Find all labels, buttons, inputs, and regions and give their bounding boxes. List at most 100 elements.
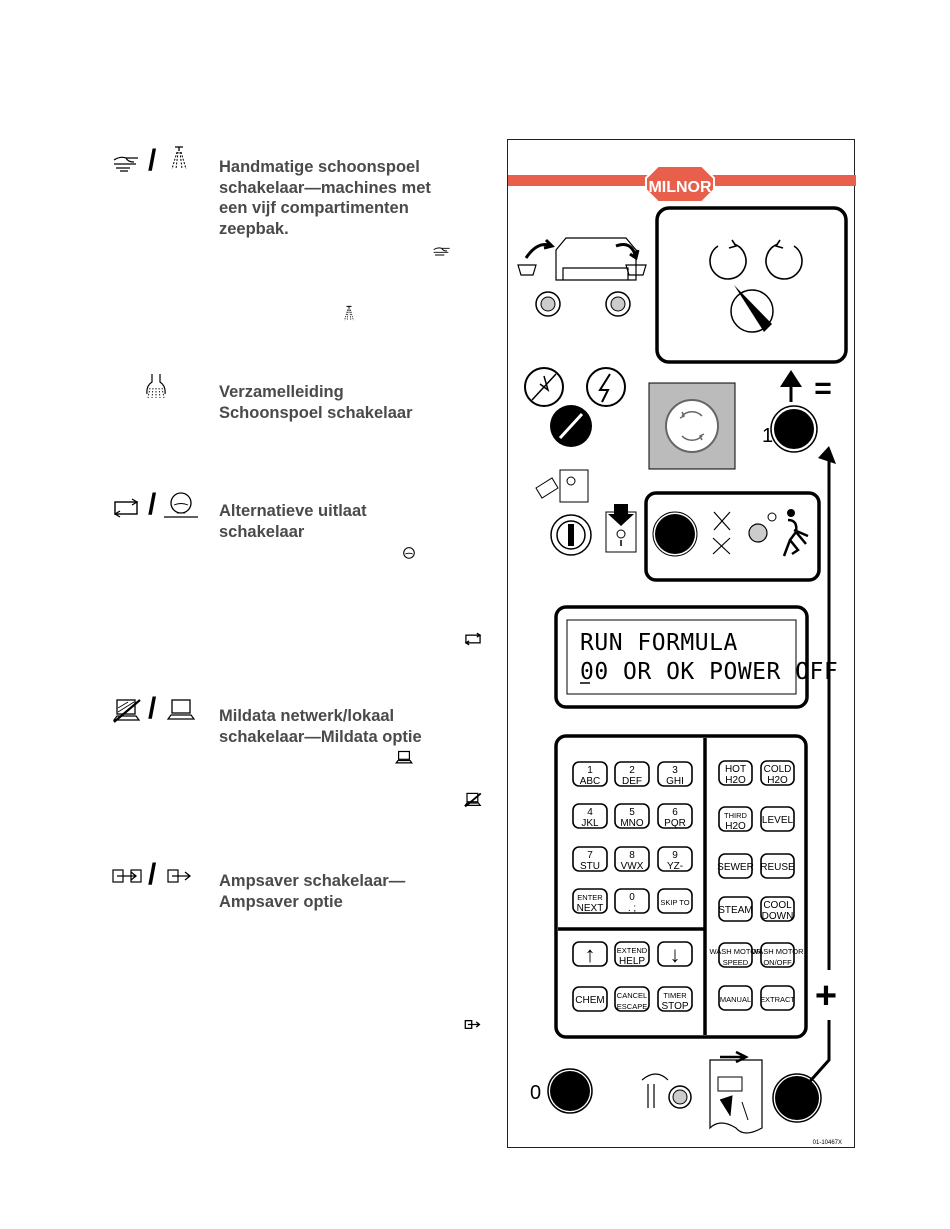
numeric-key-label-top: 1 <box>587 765 593 776</box>
door-lock-indicator <box>605 504 637 553</box>
numeric-key[interactable]: SKIP TO <box>657 888 693 914</box>
ampsaver-button[interactable] <box>775 1076 819 1120</box>
nav-key-face[interactable] <box>657 941 693 967</box>
person-leaving-icon <box>782 518 809 557</box>
numeric-key[interactable]: 0. ; <box>614 888 650 914</box>
function-key-face[interactable] <box>760 942 795 968</box>
function-key[interactable]: MANUAL <box>718 985 753 1011</box>
alternate-exhaust-title: Alternatieve uitlaat schakelaar <box>219 501 367 542</box>
numeric-key-face[interactable] <box>657 761 693 787</box>
function-key-label: SEWER <box>717 862 754 873</box>
function-key-face[interactable] <box>718 853 753 879</box>
network-off-small-icon <box>464 792 482 808</box>
slash-separator: / <box>148 488 157 521</box>
function-key-face[interactable] <box>760 806 795 832</box>
numeric-key-face[interactable] <box>657 888 693 914</box>
function-key-face[interactable] <box>760 896 795 922</box>
function-key-face[interactable] <box>718 942 753 968</box>
nav-key[interactable]: CHEM <box>572 986 608 1012</box>
up-arrow-icon <box>780 370 802 387</box>
numeric-key-face[interactable] <box>572 761 608 787</box>
control-panel-drawing: MILNOR = 1 <box>508 165 856 1146</box>
numeric-key-face[interactable] <box>614 888 650 914</box>
numeric-key-label-bottom: YZ- <box>667 861 683 872</box>
local-computer-icon <box>166 699 196 720</box>
numeric-key-label-bottom: DEF <box>622 776 642 787</box>
nav-key-face[interactable] <box>572 941 608 967</box>
title-line: schakelaar <box>219 522 305 541</box>
nav-key[interactable]: ↑ <box>572 941 608 967</box>
function-key-face[interactable] <box>760 985 795 1011</box>
function-key-label: MANUAL <box>720 995 751 1004</box>
function-key-face[interactable] <box>718 806 753 832</box>
numeric-key-face[interactable] <box>572 888 608 914</box>
display-line-1: RUN FORMULA <box>580 630 738 656</box>
numeric-key-label-top: 3 <box>672 765 678 776</box>
manifold-rinse-title: Verzamelleiding Schoonspoel schakelaar <box>219 382 413 423</box>
function-key[interactable]: SEWER <box>717 853 754 879</box>
nav-key-label-top: TIMER <box>663 991 687 1000</box>
nav-key[interactable]: ↓ <box>657 941 693 967</box>
function-key-face[interactable] <box>718 985 753 1011</box>
function-key-face[interactable] <box>760 760 795 786</box>
stop-button[interactable] <box>550 1071 590 1111</box>
numeric-key[interactable]: 9YZ- <box>657 846 693 872</box>
function-key[interactable]: LEVEL <box>760 806 795 832</box>
nav-key-face[interactable] <box>614 941 650 967</box>
drain-bowl-small-icon <box>403 547 415 559</box>
title-line: Mildata netwerk/lokaal <box>219 707 395 725</box>
numeric-key-face[interactable] <box>572 803 608 829</box>
numeric-key-label-bottom: JKL <box>581 818 599 829</box>
numeric-key-face[interactable] <box>614 803 650 829</box>
numeric-key-face[interactable] <box>614 761 650 787</box>
slash-separator: / <box>148 144 157 177</box>
start-button[interactable] <box>772 407 816 451</box>
nav-key-face[interactable] <box>572 986 608 1012</box>
nav-key-label-top: EXTEND <box>617 946 648 955</box>
title-line: een vijf compartimenten <box>219 199 409 217</box>
title-line: Verzamelleiding <box>219 383 344 401</box>
numeric-key-face[interactable] <box>614 846 650 872</box>
numeric-key-face[interactable] <box>572 846 608 872</box>
function-key-face[interactable] <box>760 853 795 879</box>
drain-bowl-icon <box>164 492 198 518</box>
nav-key-face[interactable] <box>657 986 693 1012</box>
alternate-exhaust-icon <box>113 498 139 518</box>
function-key-face[interactable] <box>718 896 753 922</box>
ampsaver-title: Ampsaver schakelaar— Ampsaver optie <box>219 871 405 912</box>
door-key-icon <box>535 469 589 503</box>
manual-rinse-title: Handmatige schoonspoel schakelaar—machin… <box>219 157 431 239</box>
spray-rinse-icon <box>171 146 187 170</box>
emergency-stop-button[interactable] <box>665 399 719 453</box>
lcd-screen <box>566 619 797 695</box>
numeric-key-face[interactable] <box>657 803 693 829</box>
nav-key-face[interactable] <box>614 986 650 1012</box>
function-key[interactable]: EXTRACT <box>760 985 795 1011</box>
function-key[interactable]: REUSE <box>760 853 795 879</box>
rotate-cw-icon <box>765 243 803 280</box>
mildata-title: Mildata netwerk/lokaal schakelaar—Mildat… <box>219 706 422 747</box>
door-open-button[interactable] <box>655 514 695 554</box>
numeric-key-label-top: 0 <box>629 892 635 903</box>
function-key[interactable]: STEAM <box>718 896 753 922</box>
function-key-face[interactable] <box>718 760 753 786</box>
numeric-key-face[interactable] <box>657 846 693 872</box>
